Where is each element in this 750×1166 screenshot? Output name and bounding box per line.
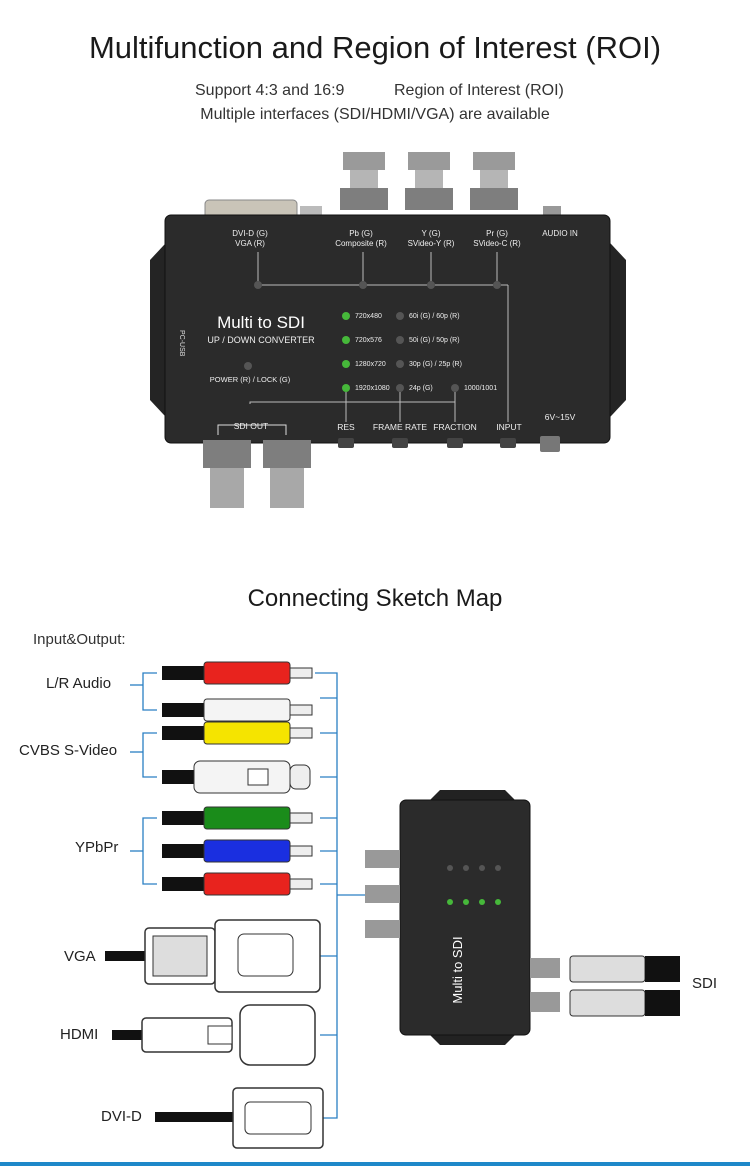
sdi-out-label: SDI OUT [234, 421, 268, 431]
label-vga: VGA (R) [235, 239, 265, 248]
connection-diagram: Multi to SDI [105, 661, 680, 1149]
sdi-bnc-plugs [569, 955, 680, 1017]
power-voltage-label: 6V~15V [545, 412, 576, 422]
res-led-576: 720x576 [355, 337, 382, 344]
frame-rate-button-label: FRAME RATE [373, 422, 427, 432]
rca-plug-white [162, 698, 313, 722]
label-dvi: DVI-D (G) [232, 229, 268, 238]
sketch-title: Connecting Sketch Map [247, 585, 503, 612]
converter-device: Multi to SDI [365, 790, 560, 1045]
dvi-label: DVI-D [101, 1108, 142, 1125]
bnc-connector-pr [470, 152, 518, 210]
fps-led-24: 24p (G) [409, 385, 433, 392]
rca-plug-red-pr [162, 872, 313, 896]
audio-label: L/R Audio [46, 675, 112, 692]
rca-plug-red [162, 661, 313, 685]
device-name: Multi to SDI [217, 313, 305, 332]
sdi-label: SDI [692, 975, 718, 992]
label-audio-in: AUDIO IN [542, 229, 578, 238]
page-title: Multifunction and Region of Interest (RO… [88, 30, 662, 65]
svg-text:Multi to SDI: Multi to SDI [450, 936, 465, 1003]
res-led-720: 1280x720 [355, 361, 386, 368]
vga-label: VGA [64, 948, 96, 965]
rca-plug-green [162, 806, 313, 830]
label-y: Y (G) [422, 229, 441, 238]
fps-led-30: 30p (G) / 25p (R) [409, 361, 462, 368]
res-led-1080: 1920x1080 [355, 385, 390, 392]
ypbpr-label: YPbPr [75, 839, 119, 856]
power-led [244, 362, 252, 370]
fps-led-50: 50i (G) / 50p (R) [409, 337, 460, 344]
device-photo: DVI-D (G) VGA (R) Pb (G) Composite (R) Y… [150, 152, 626, 508]
vga-plug [105, 919, 321, 993]
svideo-plug [162, 760, 311, 794]
rca-plug-yellow [162, 721, 313, 745]
fraction-led: 1000/1001 [464, 385, 497, 392]
fps-led-60: 60i (G) / 60p (R) [409, 313, 460, 320]
fraction-button-label: FRACTION [433, 422, 476, 432]
label-pr: Pr (G) [486, 229, 508, 238]
cvbs-label: CVBS S-Video [19, 742, 118, 759]
power-lock-label: POWER (R) / LOCK (G) [210, 375, 291, 384]
bnc-connector-y [405, 152, 453, 210]
rca-plug-blue [162, 839, 313, 863]
device-subtitle: UP / DOWN CONVERTER [207, 335, 315, 345]
feature-interfaces: Multiple interfaces (SDI/HDMI/VGA) are a… [200, 106, 550, 123]
dvi-plug [155, 1087, 324, 1149]
bnc-connector-pb [340, 152, 388, 210]
label-svideo-c: SVideo-C (R) [473, 239, 521, 248]
pc-usb-label: PC-USB [178, 330, 185, 357]
sdi-out-connectors [203, 440, 311, 508]
input-button-label: INPUT [496, 422, 522, 432]
io-label: Input&Output: [33, 631, 126, 648]
res-button-label: RES [337, 422, 355, 432]
hdmi-label: HDMI [60, 1026, 99, 1043]
hdmi-plug [112, 1004, 316, 1066]
label-composite: Composite (R) [335, 239, 387, 248]
res-led-480: 720x480 [355, 313, 382, 320]
feature-aspect: Support 4:3 and 16:9 [195, 82, 345, 99]
label-pb: Pb (G) [349, 229, 373, 238]
feature-roi: Region of Interest (ROI) [394, 82, 564, 99]
label-svideo-y: SVideo-Y (R) [408, 239, 455, 248]
bottom-accent-line [0, 1162, 750, 1166]
